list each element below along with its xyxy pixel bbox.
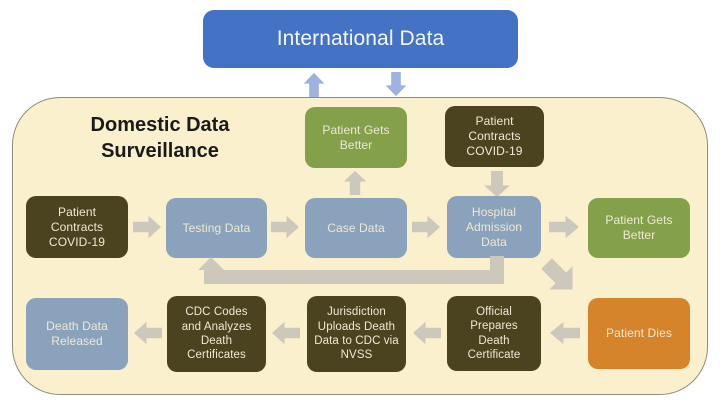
node-death-data-released: Death Data Released — [26, 298, 128, 370]
node-patient-gets-better-right: Patient Gets Better — [588, 198, 690, 258]
arrow-elbow-feedback-icon — [194, 256, 506, 284]
node-label: Hospital Admission Data — [465, 204, 523, 249]
arrow-down-icon — [482, 171, 512, 198]
arrow-left-icon — [271, 320, 300, 346]
node-international-data: International Data — [203, 10, 518, 68]
arrow-left-icon — [549, 320, 580, 346]
node-label: Official Prepares Death Certificate — [467, 305, 521, 361]
arrow-up-icon — [342, 170, 368, 195]
node-patient-dies: Patient Dies — [588, 298, 690, 369]
node-label: CDC Codes and Analyzes Death Certificate… — [181, 306, 252, 362]
node-label: Patient Gets Better — [605, 213, 673, 242]
arrow-left-icon — [412, 320, 441, 346]
arrow-right-icon — [133, 214, 162, 240]
node-cdc-codes-analyzes: CDC Codes and Analyzes Death Certificate… — [167, 296, 266, 372]
node-official-prepares: Official Prepares Death Certificate — [447, 296, 541, 371]
node-label: Patient Contracts COVID-19 — [466, 114, 523, 158]
node-label: International Data — [276, 26, 445, 50]
arrow-right-icon — [549, 214, 580, 240]
node-label: Patient Contracts COVID-19 — [48, 204, 106, 249]
node-label: Death Data Released — [46, 319, 108, 348]
node-label: Testing Data — [182, 220, 251, 235]
node-testing-data: Testing Data — [166, 198, 267, 258]
node-label: Patient Dies — [606, 326, 672, 340]
node-case-data: Case Data — [305, 198, 407, 258]
node-patient-contracts-covid19-top: Patient Contracts COVID-19 — [445, 106, 544, 167]
node-label: Jurisdiction Uploads Death Data to CDC v… — [314, 306, 399, 362]
arrow-up-icon — [302, 72, 326, 97]
node-patient-contracts-covid19-mid: Patient Contracts COVID-19 — [26, 196, 128, 258]
node-patient-gets-better-top: Patient Gets Better — [305, 107, 407, 168]
domestic-surveillance-title: Domestic Data Surveillance — [90, 114, 230, 163]
node-label: Patient Gets Better — [322, 122, 390, 152]
node-label: Case Data — [327, 220, 385, 235]
arrow-right-icon — [412, 214, 441, 240]
node-hospital-admission-data: Hospital Admission Data — [447, 196, 541, 258]
arrow-right-icon — [271, 214, 300, 240]
arrow-left-icon — [133, 320, 162, 346]
arrow-down-icon — [384, 72, 408, 97]
arrow-diagonal-down-right-icon — [541, 258, 579, 296]
node-jurisdiction-uploads: Jurisdiction Uploads Death Data to CDC v… — [307, 296, 406, 372]
